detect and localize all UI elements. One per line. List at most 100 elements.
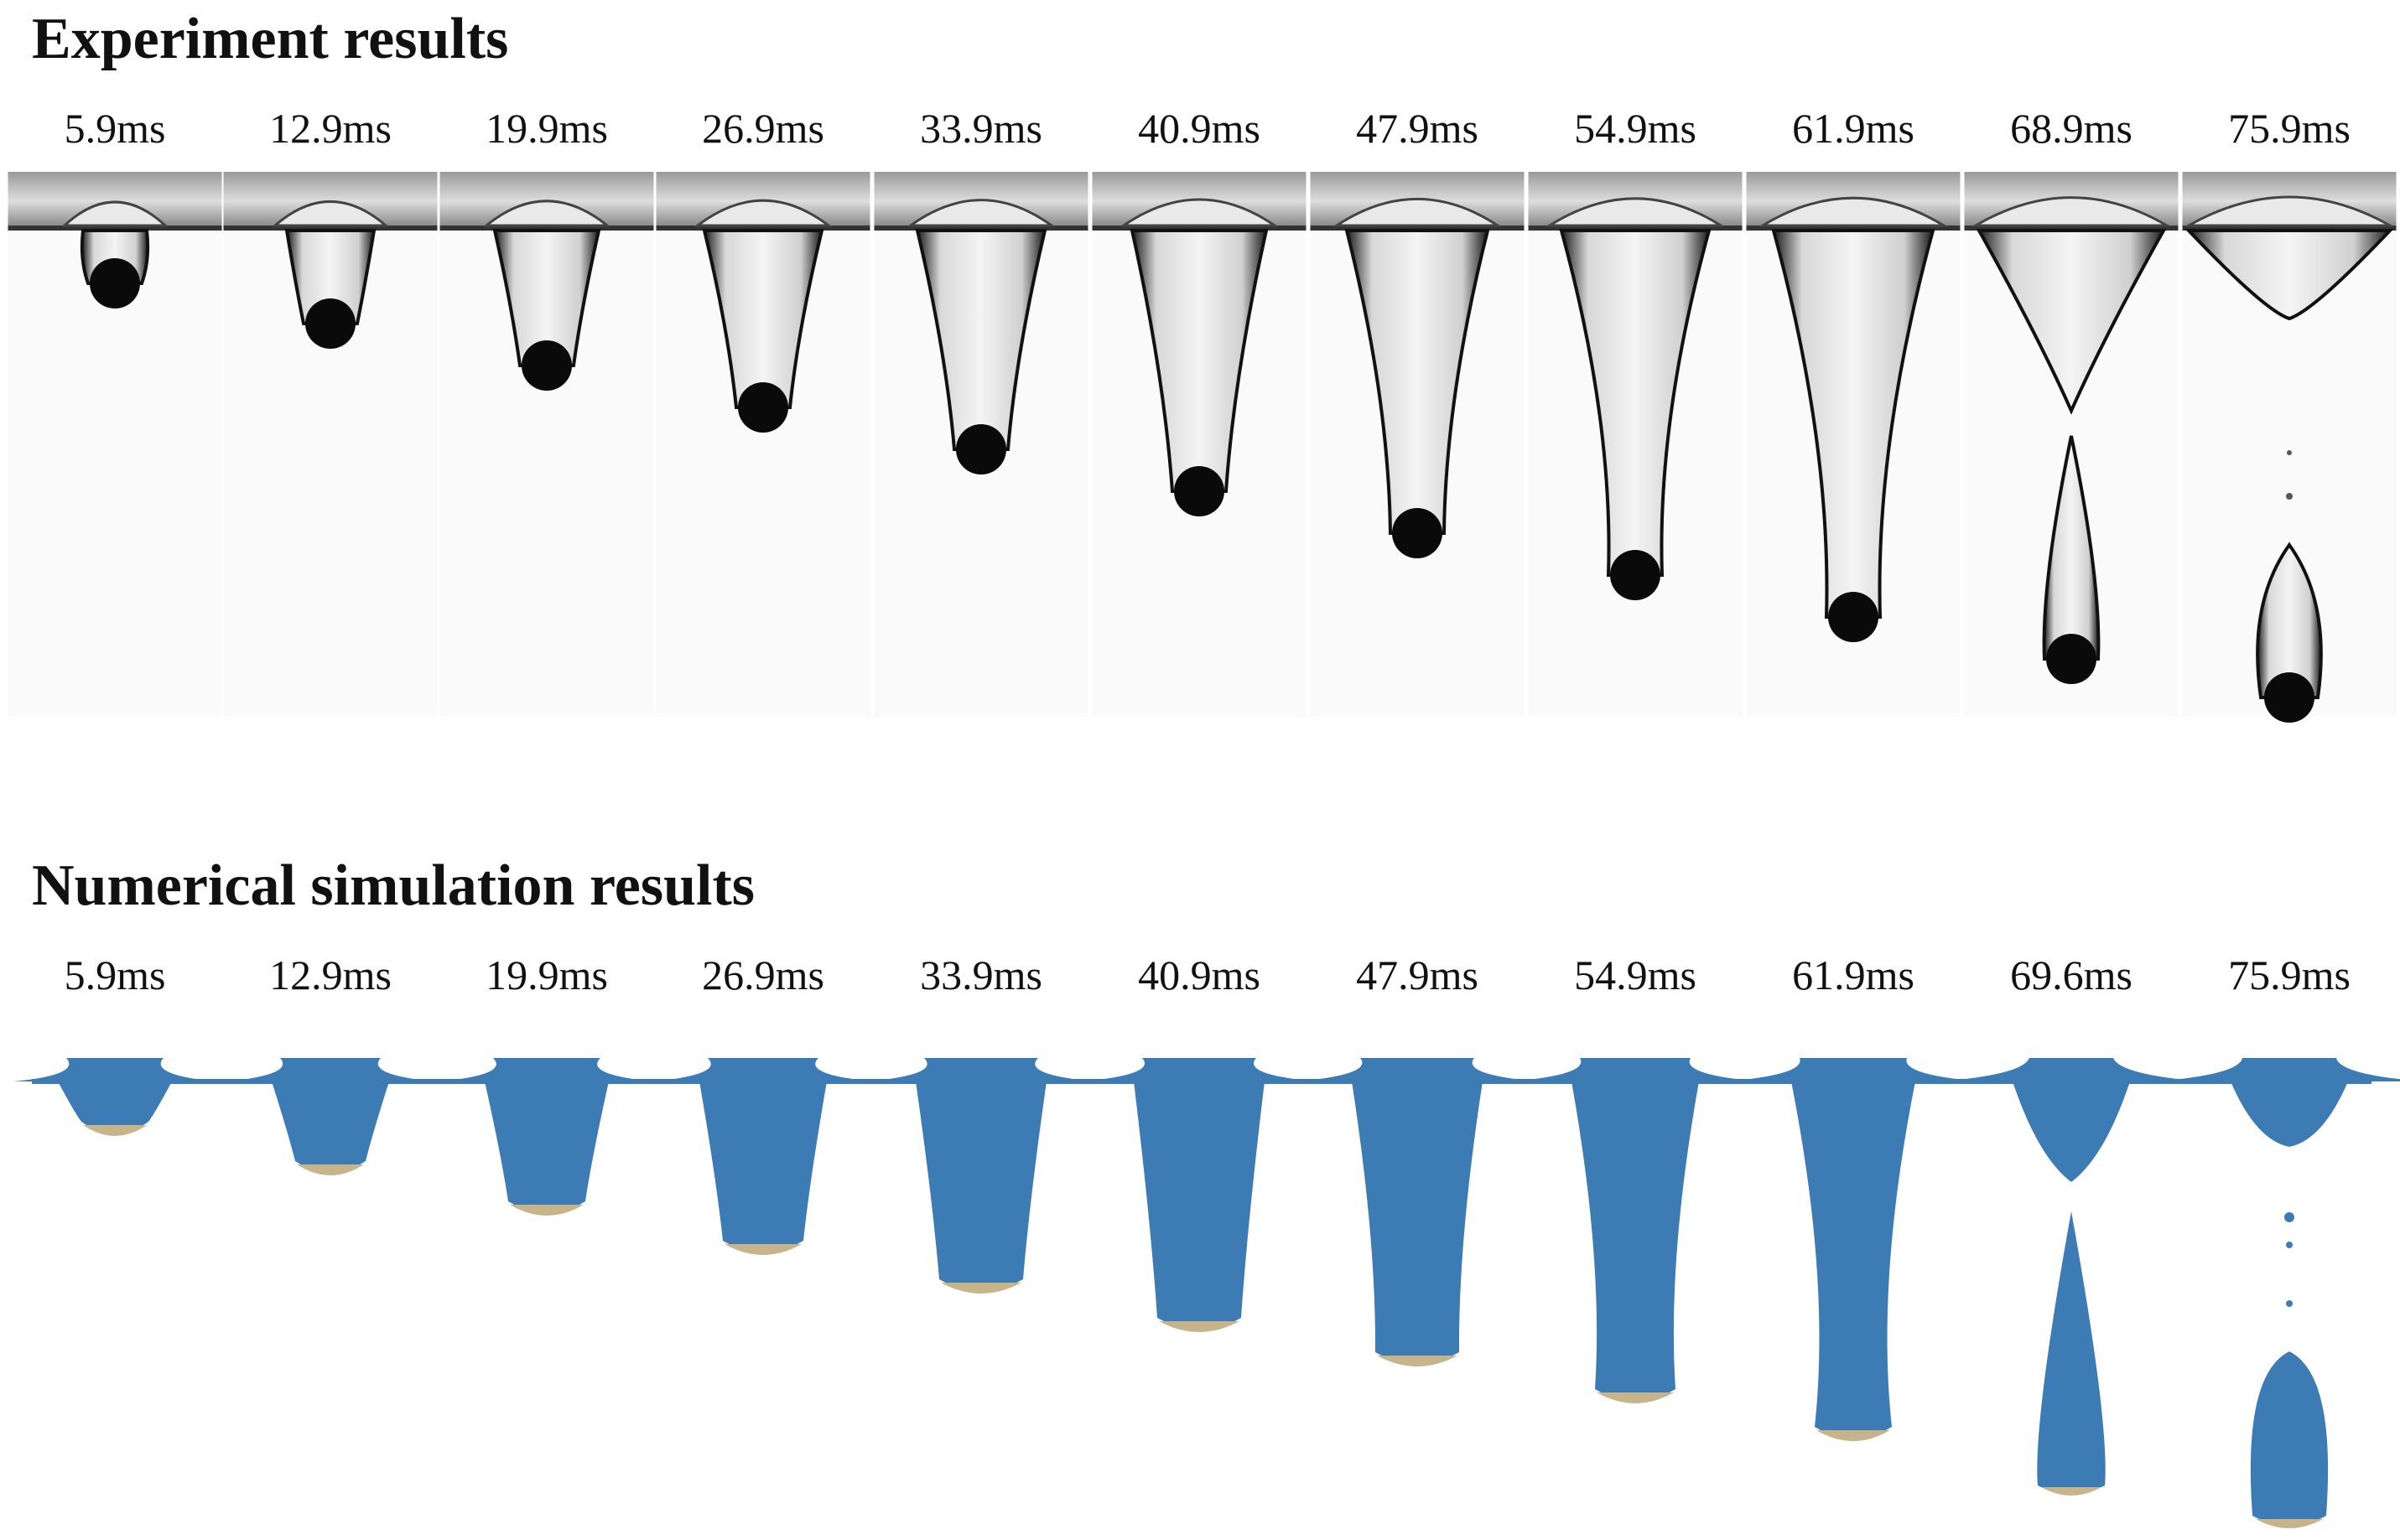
sphere [1159,1321,1239,1332]
experiment-frame [874,172,1088,717]
air-cavity [1344,229,1490,535]
simulation-time-label: 47.9ms [1356,951,1478,998]
surface-line [439,226,654,231]
bubble [2287,450,2292,455]
splash-dome [906,199,1056,227]
simulation-time-label: 75.9ms [2228,951,2351,998]
simulated-cavity [1134,1081,1265,1330]
sphere [1174,466,1224,516]
simulated-cavity [485,1081,609,1213]
simulation-frame [1082,1058,1317,1332]
experiment-frame [1746,172,1961,717]
experiment-time-label: 40.9ms [1138,105,1260,152]
simulation-time-label: 33.9ms [920,951,1042,998]
sphere [510,1205,584,1216]
upper-cavity [2184,229,2394,321]
sphere [2264,672,2314,723]
simulation-time-label: 19.9ms [486,951,608,998]
sphere [2041,1487,2101,1496]
sphere [297,1164,364,1175]
air-cavity [702,229,824,409]
sphere [522,340,572,391]
experiment-time-label: 68.9ms [2010,105,2132,152]
simulation-frame [652,1058,874,1255]
splash-crown [14,1058,216,1081]
splash-dome [482,200,611,227]
experiment-frame [8,172,222,717]
sphere [2256,1519,2323,1528]
splash-dome [1119,198,1279,227]
simulation-time-label: 69.6ms [2010,951,2132,998]
sphere [2046,634,2096,684]
simulation-time-label: 12.9ms [269,951,392,998]
experiment-time-label: 26.9ms [702,105,824,152]
splash-crown [867,1058,1095,1081]
sphere [1816,1430,1890,1441]
experiment-frame [1528,172,1743,717]
air-cavity [915,229,1047,451]
splash-dome [1758,196,1949,227]
simulated-cavity [1571,1081,1699,1401]
surface-line [656,226,870,231]
sphere [1377,1356,1457,1366]
surface-line [1746,226,1961,231]
sphere [83,1125,147,1136]
experiment-time-label: 12.9ms [269,105,392,152]
sphere [1610,550,1660,600]
simulation-frame [226,1058,434,1175]
surface-line [1310,226,1525,231]
simulation-frame [439,1058,654,1216]
experiment-time-label: 19.9ms [486,105,608,152]
simulation-frame [1511,1058,1759,1403]
simulation-time-label: 40.9ms [1138,951,1260,998]
upper-cavity [1976,229,2167,415]
simulation-frame [867,1058,1095,1294]
detached-cavity [2250,1351,2329,1526]
surface-line [223,226,438,231]
surface-line [1092,226,1306,231]
air-cavity [1559,229,1712,577]
upper-cavity [2013,1081,2130,1182]
bubble [2286,1242,2293,1248]
experiment-time-label: 54.9ms [1574,105,1696,152]
splash-crown [652,1058,874,1081]
splash-dome [61,200,169,227]
simulation-time-label: 54.9ms [1574,951,1696,998]
experiment-frame [1092,172,1306,717]
experiment-frame [1310,172,1525,717]
splash-crown [1726,1058,1981,1081]
sphere [90,258,140,309]
sphere [941,1283,1021,1294]
splash-dome [1545,197,1726,227]
air-cavity [284,229,377,325]
splash-crown [1296,1058,1538,1081]
splash-dome [694,199,833,227]
surface-line [1964,226,2179,231]
sphere [1828,592,1878,642]
experiment-frame [1964,172,2179,717]
simulation-frame [1726,1058,1981,1441]
experiment-frame [439,172,654,717]
air-cavity [492,229,601,367]
surface-line [874,226,1088,231]
experiment-time-label: 5.9ms [64,105,166,152]
experiment-time-label: 75.9ms [2228,105,2351,152]
simulation-frame [14,1058,216,1136]
lower-cavity [2037,1211,2106,1494]
sphere [305,298,356,349]
simulation-time-label: 5.9ms [64,951,166,998]
experiment-time-label: 33.9ms [920,105,1042,152]
sphere [1597,1392,1674,1403]
surface-line [1528,226,1743,231]
splash-dome [1971,196,2172,227]
simulation-frames [14,1058,2400,1528]
simulated-cavity [58,1081,172,1133]
surface-line [2182,226,2397,231]
bubble [2286,493,2293,500]
simulation-frame [1296,1058,1538,1366]
splash-crown [1940,1058,2202,1081]
simulation-time-label: 26.9ms [702,951,824,998]
sphere [956,424,1006,474]
experiment-frame [223,172,438,717]
